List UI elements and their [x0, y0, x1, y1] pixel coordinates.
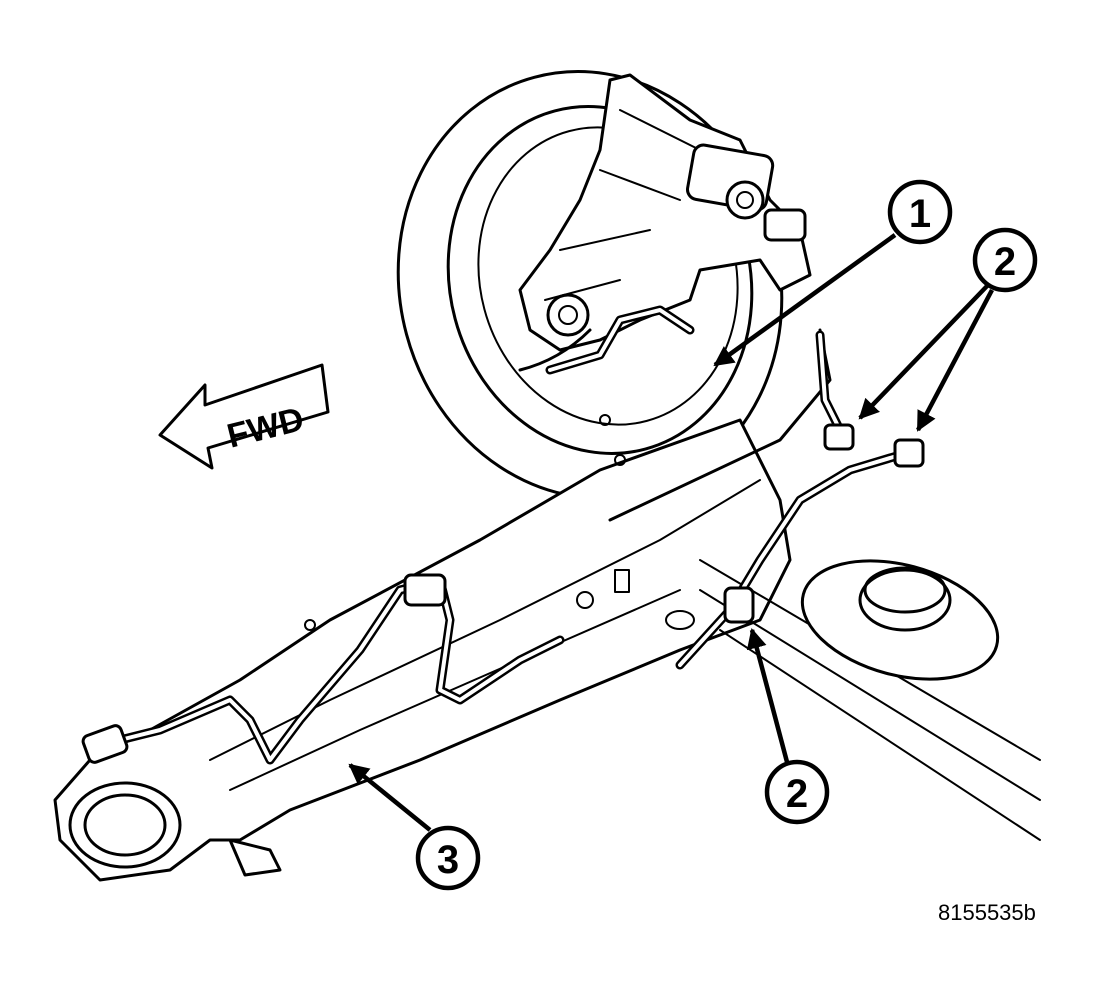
fwd-arrow: FWD	[158, 363, 330, 470]
frame-rail	[53, 414, 792, 882]
figure-code: 8155535b	[938, 900, 1036, 925]
callout-3-label: 3	[437, 838, 459, 882]
callout-3: 3	[415, 825, 481, 891]
callout-2a: 2	[972, 227, 1038, 293]
callout-1: 1	[887, 179, 953, 245]
callout-leaders	[348, 233, 994, 832]
brake-lines	[81, 305, 925, 765]
callout-1-label: 1	[909, 192, 931, 236]
suspension-assembly	[518, 73, 812, 372]
callout-2b: 2	[764, 759, 830, 825]
brake-disc	[800, 559, 1000, 681]
callout-2b-label: 2	[786, 772, 808, 816]
callout-2a-label: 2	[994, 240, 1016, 284]
